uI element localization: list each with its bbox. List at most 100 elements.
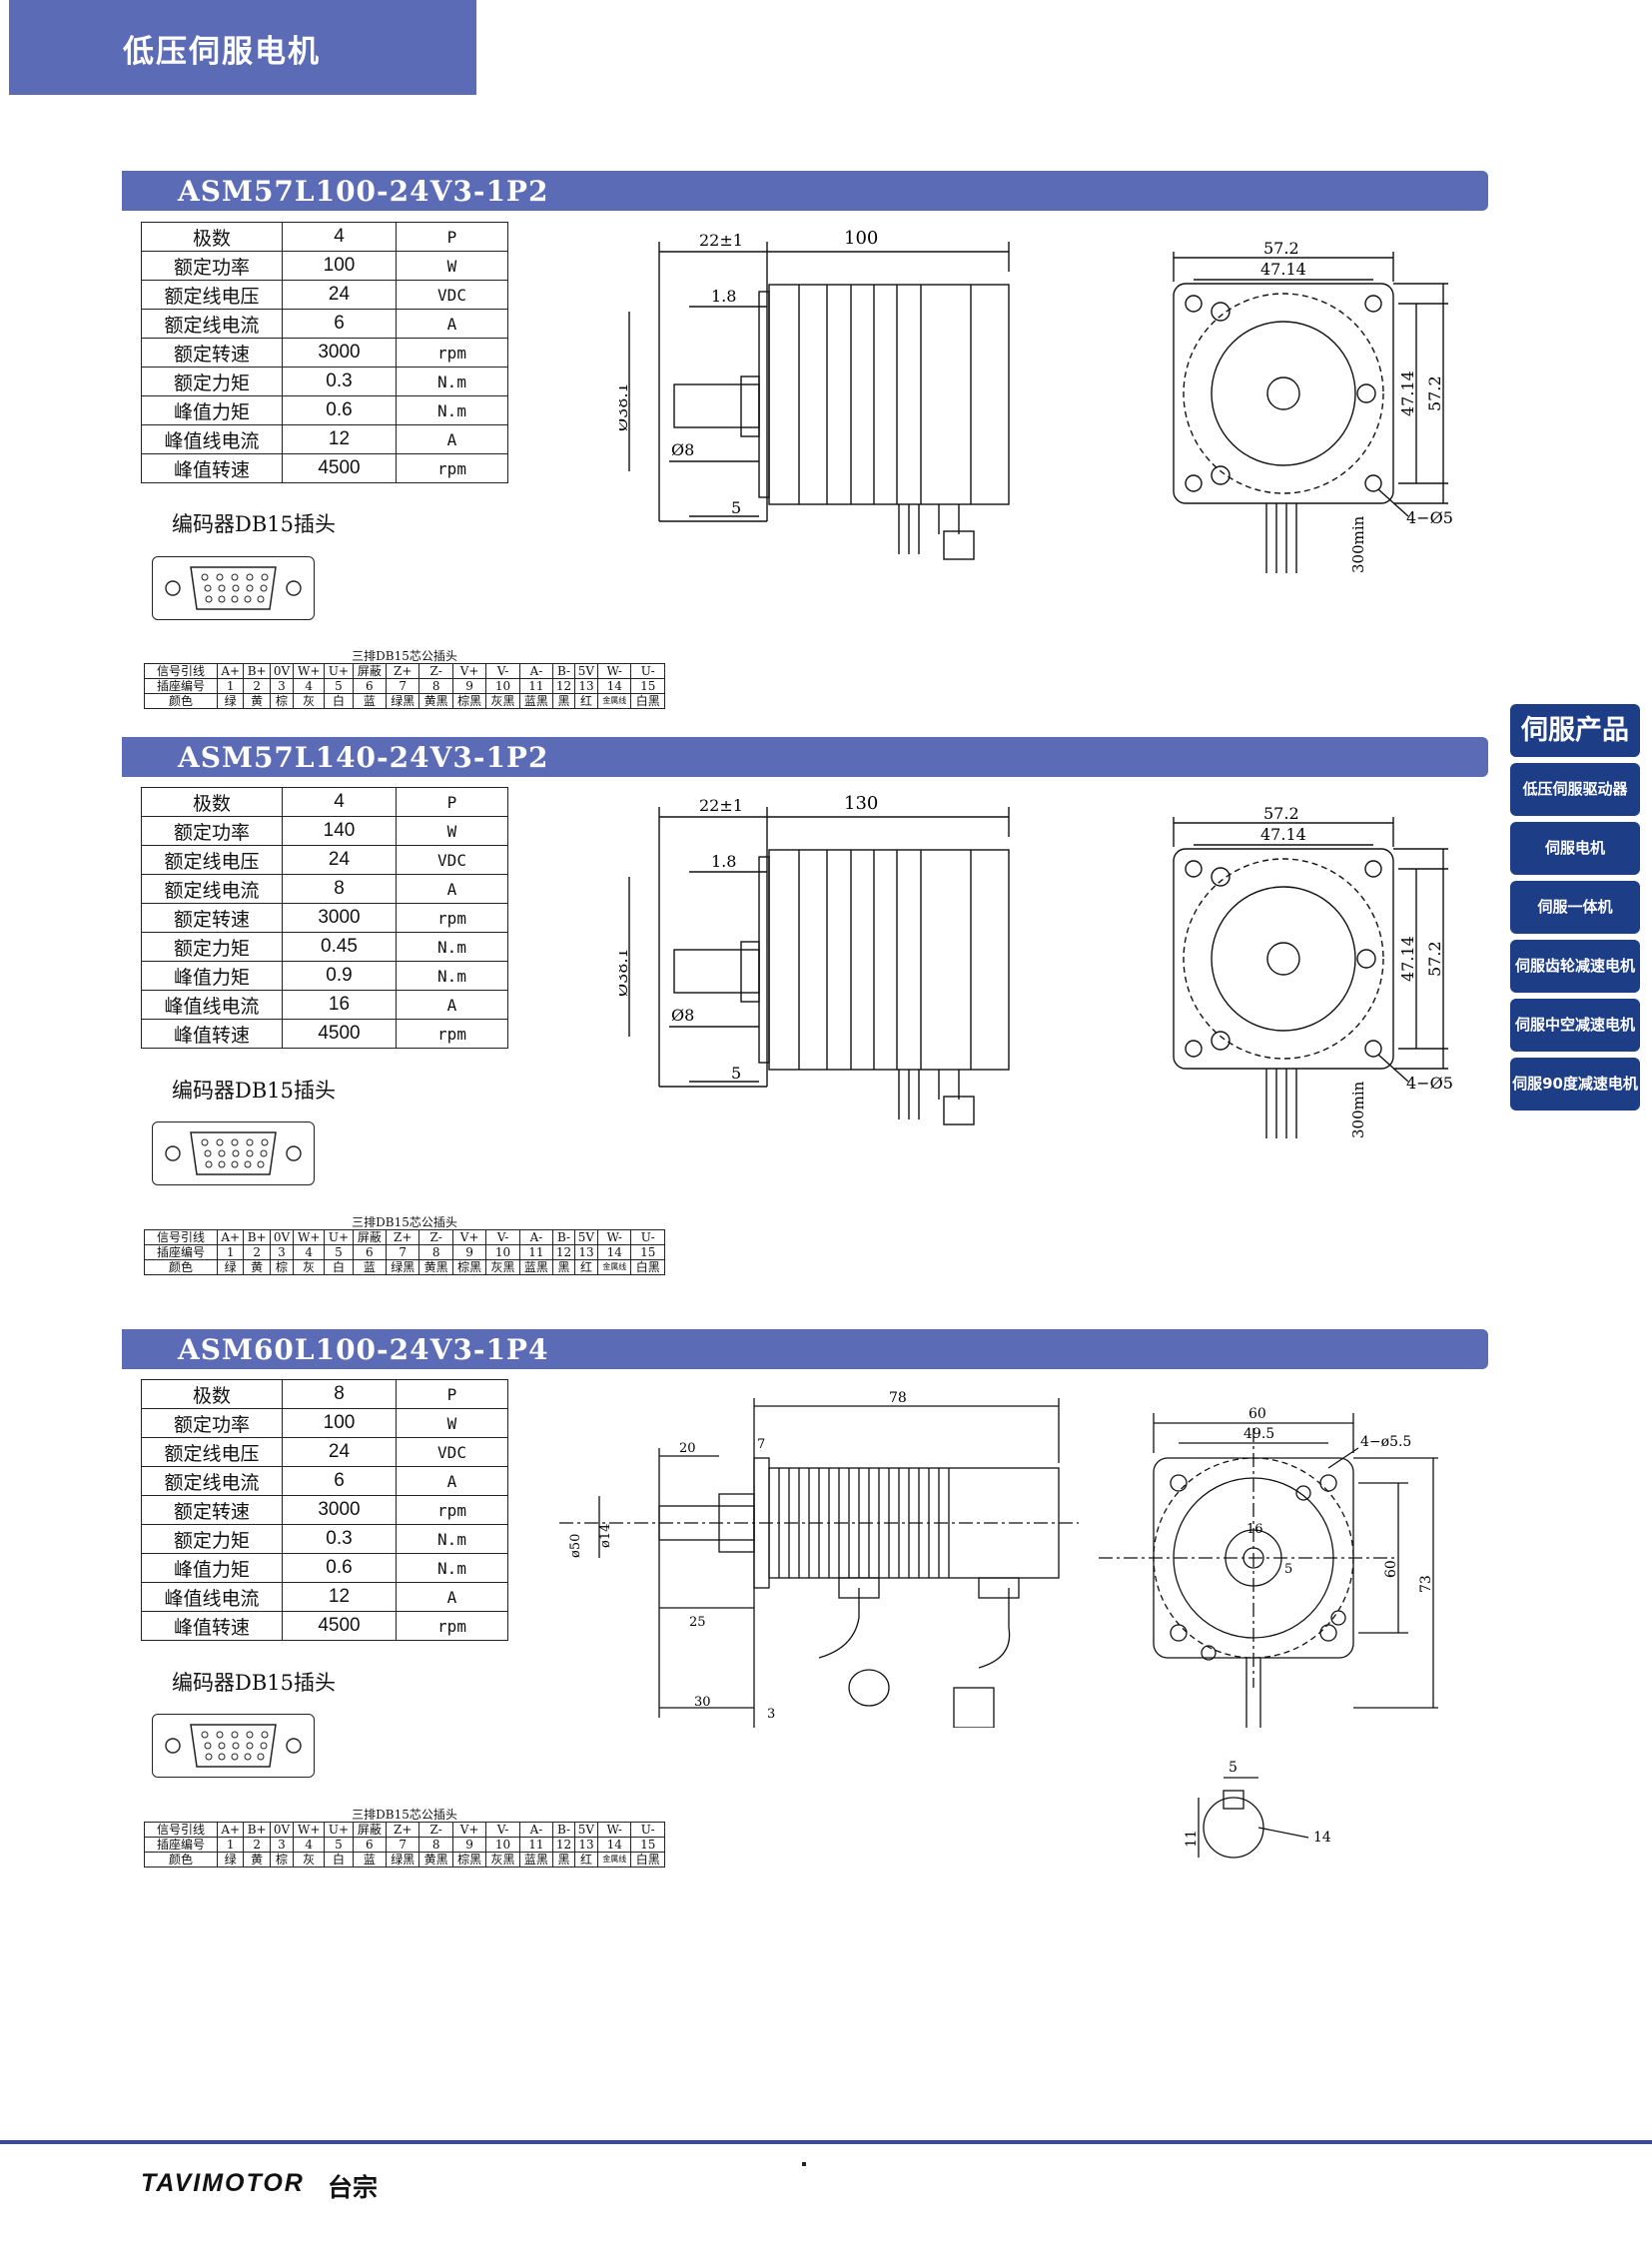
pin-number: 14 <box>597 1244 632 1260</box>
dim-60-height: 60 <box>1383 1560 1399 1578</box>
pin-number: 1 <box>216 678 245 694</box>
pin-number: 8 <box>418 1244 453 1260</box>
pin-number: 14 <box>597 1837 632 1853</box>
dim-w2: 47.14 <box>1260 825 1306 844</box>
pin-signal: B+ <box>243 1229 271 1245</box>
dim-holes: 4−ø5.5 <box>1360 1434 1411 1450</box>
pin-caption: 三排DB15芯公插头 <box>144 1215 665 1230</box>
spec-value: 8 <box>282 1379 397 1409</box>
dim-cable: 300min <box>1349 515 1367 573</box>
dim-key-5: 5 <box>1284 1562 1292 1577</box>
footer-divider <box>0 2140 1652 2144</box>
dim-step: 5 <box>731 498 741 517</box>
spec-value: 24 <box>282 1437 397 1467</box>
spec-value: 0.45 <box>282 932 397 962</box>
spec-name: 额定功率 <box>141 251 283 281</box>
spec-unit: A <box>396 990 508 1020</box>
pin-number: 9 <box>451 1837 487 1853</box>
pin-row: 颜色绿黄棕灰白蓝绿黑黄黑棕黑灰黑蓝黑黑红金属线白黑 <box>144 1852 665 1868</box>
spec-name: 峰值力矩 <box>141 395 283 425</box>
sidebar-item-gear-reducer[interactable]: 伺服齿轮减速电机 <box>1510 940 1640 993</box>
pin-color: 灰 <box>293 1852 326 1868</box>
db15-connector-icon <box>165 1131 302 1175</box>
pin-color: 灰黑 <box>485 1259 520 1275</box>
dim-h1: 47.14 <box>1398 936 1417 982</box>
spec-unit: A <box>396 309 508 339</box>
pin-signal: V+ <box>451 1822 487 1838</box>
category-tab: 低压伺服电机 <box>9 0 476 95</box>
pin-number: 5 <box>324 678 354 694</box>
spec-unit: rpm <box>396 1495 508 1525</box>
pin-signal: A- <box>518 1822 554 1838</box>
db15-connector-icon <box>165 1724 302 1768</box>
pin-caption-row: 三排DB15芯公插头 <box>144 1808 665 1823</box>
pin-color: 白黑 <box>630 1259 665 1275</box>
dim-3: 3 <box>767 1707 775 1722</box>
pin-number: 7 <box>386 1244 420 1260</box>
pin-signal: U- <box>630 1822 665 1838</box>
pin-signal: W+ <box>293 1229 326 1245</box>
spec-value: 4 <box>282 222 397 252</box>
pin-number: 8 <box>418 1837 453 1853</box>
category-title: 低压伺服电机 <box>123 34 321 70</box>
sidebar-item-hollow-reducer[interactable]: 伺服中空减速电机 <box>1510 999 1640 1052</box>
spec-value: 0.6 <box>282 395 397 425</box>
pin-signal: 5V <box>573 1822 599 1838</box>
pin-signal: W- <box>597 1822 632 1838</box>
pin-number: 3 <box>269 1244 295 1260</box>
pin-row-label: 信号引线 <box>144 1822 218 1838</box>
spec-value: 8 <box>282 874 397 904</box>
pin-color: 蓝黑 <box>518 693 554 709</box>
spec-name: 额定线电压 <box>141 845 283 875</box>
pin-signal: V- <box>485 1822 520 1838</box>
dim-key-16: 16 <box>1246 1522 1263 1537</box>
encoder-label: 编码器DB15插头 <box>172 512 336 536</box>
dim-step: 5 <box>731 1064 741 1083</box>
spec-unit: A <box>396 1466 508 1496</box>
spec-name: 峰值线电流 <box>141 1582 283 1612</box>
pin-signal: Z- <box>418 1229 453 1245</box>
spec-name: 峰值转速 <box>141 1611 283 1641</box>
dim-pilot: ø50 <box>568 1534 583 1558</box>
pin-color: 白 <box>324 1852 354 1868</box>
pin-signal: U- <box>630 1229 665 1245</box>
pin-caption: 三排DB15芯公插头 <box>144 1808 665 1823</box>
pin-signal: Z- <box>418 1822 453 1838</box>
dim-shaft-dia: Ø38.1 <box>619 382 631 431</box>
spec-unit: A <box>396 424 508 454</box>
spec-value: 12 <box>282 1582 397 1612</box>
pin-signal: U+ <box>324 1229 354 1245</box>
dim-total: 78 <box>889 1390 907 1406</box>
pin-row-label: 颜色 <box>144 693 218 709</box>
pin-color: 黄 <box>243 1259 271 1275</box>
pin-signal: 0V <box>269 1822 295 1838</box>
dim-h2: 57.2 <box>1425 375 1444 411</box>
pin-signal: U+ <box>324 1822 354 1838</box>
dim-60-width: 60 <box>1248 1406 1266 1422</box>
pin-color: 灰黑 <box>485 1852 520 1868</box>
dim-bore: Ø8 <box>671 440 694 459</box>
sidebar-item-integrated-servo[interactable]: 伺服一体机 <box>1510 881 1640 934</box>
spec-name: 额定力矩 <box>141 367 283 396</box>
spec-unit: A <box>396 874 508 904</box>
pin-number: 2 <box>243 1244 271 1260</box>
spec-unit: P <box>396 222 508 252</box>
sidebar-item-90deg-reducer[interactable]: 伺服90度减速电机 <box>1510 1058 1640 1111</box>
dim-body-length: 100 <box>844 228 878 249</box>
sidebar-item-servo-motor[interactable]: 伺服电机 <box>1510 822 1640 875</box>
sidebar-item-low-voltage-driver[interactable]: 低压伺服驱动器 <box>1510 763 1640 816</box>
spec-value: 12 <box>282 424 397 454</box>
